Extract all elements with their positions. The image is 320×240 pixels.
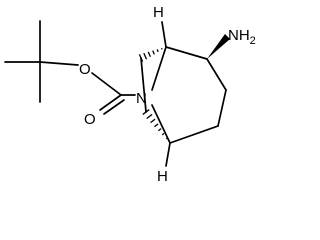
wedge-top-hash-3 xyxy=(152,50,155,55)
carbonyl-oxygen-label: O xyxy=(84,111,96,128)
bond-ring-c4-to-bridgehead-bottom xyxy=(169,125,219,144)
wedge-top-hash-1 xyxy=(160,47,163,50)
amino-nh-text: NH xyxy=(228,27,250,44)
tert-butyl-group xyxy=(4,20,79,103)
bond-ring-c3-to-ring-c4 xyxy=(217,89,227,127)
wedge-bottom-hash-6 xyxy=(146,113,153,120)
hashed-wedge-bottom xyxy=(142,109,168,140)
carbamate-group xyxy=(91,72,136,115)
wedge-bond-amino xyxy=(207,34,230,59)
molecule-diagram: O O N H H NH2 xyxy=(4,4,256,185)
amino-subscript-text: 2 xyxy=(250,35,256,47)
top-hydrogen-label: H xyxy=(153,4,164,21)
bond-nitrogen-to-bridgehead-bottom xyxy=(151,104,171,144)
bond-ester-oxygen-to-carbonyl-carbon xyxy=(91,72,122,96)
double-bond-outer xyxy=(99,94,122,111)
stereo-hydrogens xyxy=(161,21,171,167)
wedge-bottom-hash-7 xyxy=(142,109,150,115)
bond-nitrogen-to-bridgehead-top xyxy=(151,46,167,91)
bond-bridge-carbon-top-to-bridge-carbon-bottom xyxy=(140,57,147,113)
bond-bridgehead-bottom-to-hydrogen xyxy=(165,142,171,167)
wedge-top-hash-2 xyxy=(156,49,159,53)
bottom-hydrogen-label: H xyxy=(157,168,168,185)
wedge-bottom-hash-3 xyxy=(157,128,162,132)
hashed-wedge-top xyxy=(138,47,163,62)
double-bond-inner xyxy=(103,99,125,115)
amino-group-label: NH2 xyxy=(228,27,256,47)
ester-oxygen-label: O xyxy=(79,61,91,78)
bond-bridgehead-top-to-hydrogen xyxy=(161,21,167,48)
wedge-top-hash-6 xyxy=(138,54,144,62)
wedge-top-hash-4 xyxy=(147,51,152,58)
bicyclic-ring xyxy=(140,46,227,144)
bond-quaternary-c-to-ester-oxygen xyxy=(39,61,79,66)
wedge-bottom-hash-5 xyxy=(150,118,156,124)
wedge-bottom-hash-1 xyxy=(165,137,168,140)
wedge-bottom-hash-2 xyxy=(161,132,165,136)
wedge-top-hash-5 xyxy=(143,52,148,60)
wedge-bottom-hash-4 xyxy=(154,123,159,128)
bridge-nitrogen-label: N xyxy=(136,90,147,107)
bond-amino-carbon-to-ring-c3 xyxy=(206,58,227,91)
bond-bridgehead-top-to-amino-carbon xyxy=(165,46,208,60)
